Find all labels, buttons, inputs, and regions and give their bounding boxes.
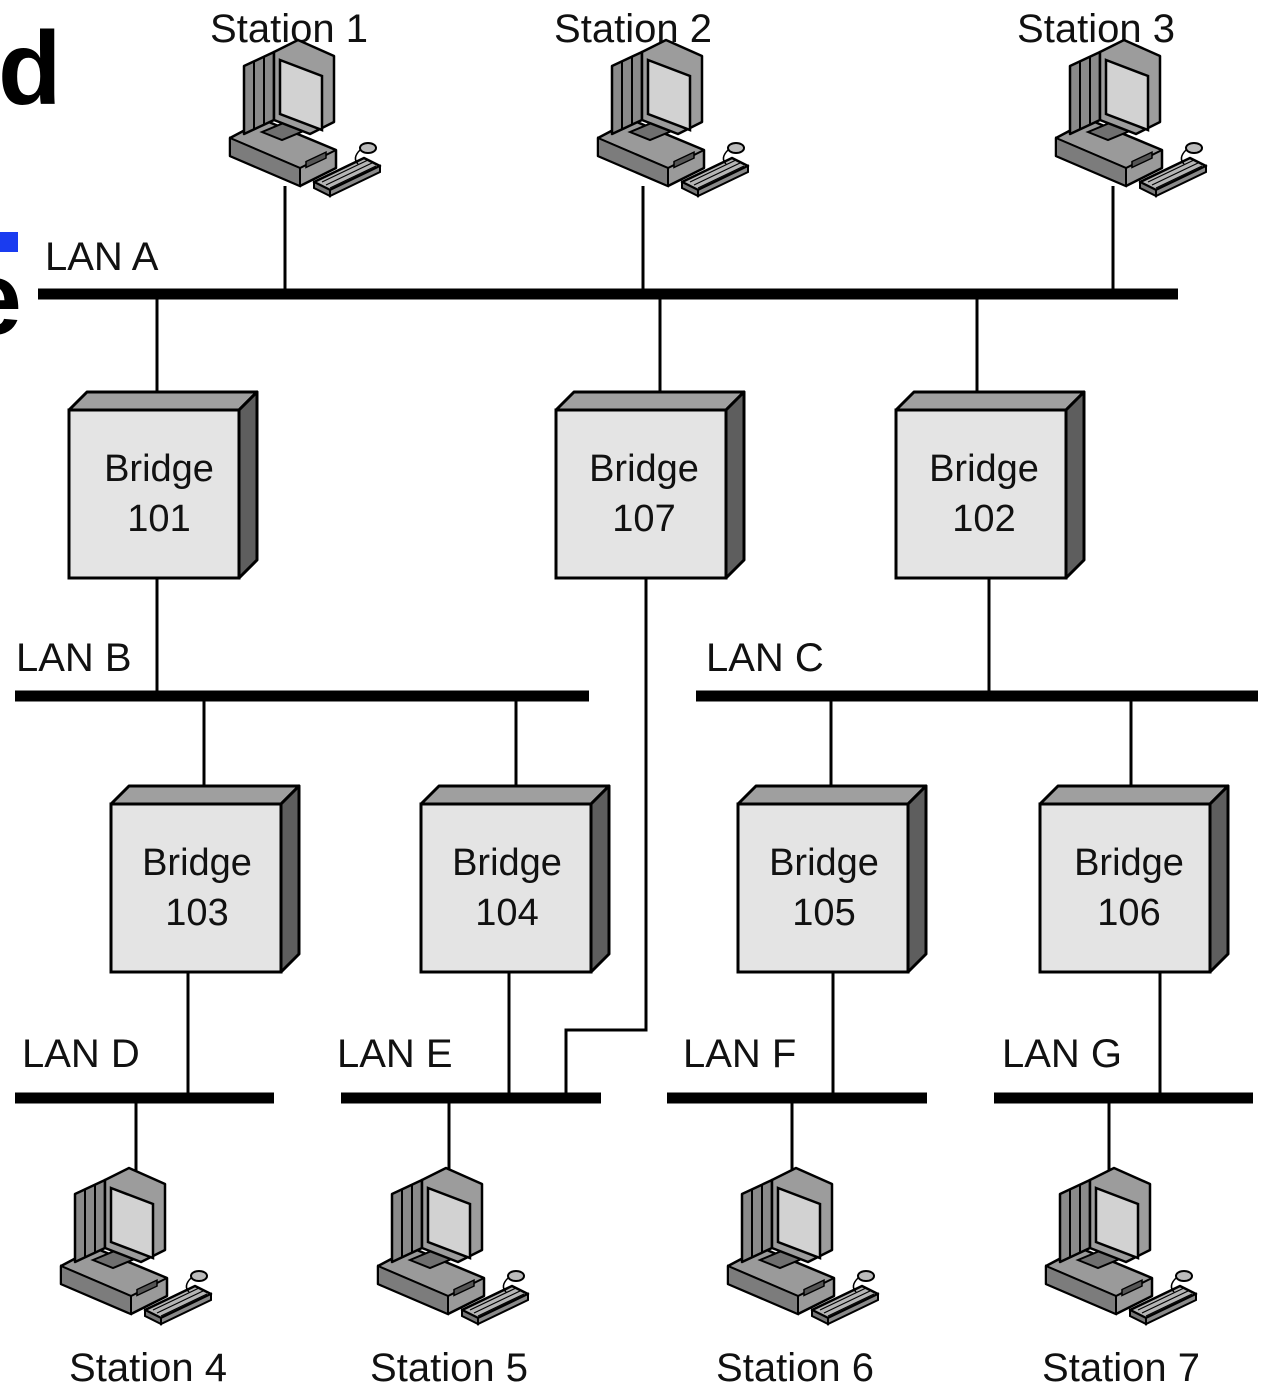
lan-a-label: LAN A [45, 235, 159, 279]
bridge-id: 105 [792, 892, 855, 934]
bridge-101: Bridge 101 [67, 390, 259, 580]
bridge-label: Bridge [929, 448, 1039, 490]
lan-b-label: LAN B [16, 636, 132, 680]
link-bridge107-lan-e [564, 578, 648, 1098]
bridge-label: Bridge [142, 842, 252, 884]
bridge-id: 101 [127, 498, 190, 540]
accent-mark [0, 232, 18, 252]
desktop-computer-icon [376, 1166, 530, 1326]
lan-d-label: LAN D [22, 1032, 140, 1076]
desktop-computer-icon [1054, 38, 1208, 198]
desktop-computer-icon [726, 1166, 880, 1326]
bridge-106: Bridge 106 [1038, 784, 1230, 974]
bridge-104: Bridge 104 [419, 784, 611, 974]
station-4-label: Station 4 [69, 1346, 227, 1388]
desktop-computer-icon [596, 38, 750, 198]
bridge-105: Bridge 105 [736, 784, 928, 974]
bridge-102: Bridge 102 [894, 390, 1086, 580]
station-3-label: Station 3 [1017, 7, 1175, 51]
bridge-id: 102 [952, 498, 1015, 540]
lan-e-label: LAN E [337, 1032, 453, 1076]
desktop-computer-icon [1044, 1166, 1198, 1326]
bridge-107: Bridge 107 [554, 390, 746, 580]
bridge-id: 104 [475, 892, 538, 934]
station-6-label: Station 6 [716, 1346, 874, 1388]
title-fragment-2: e [0, 241, 22, 357]
bridge-id: 107 [612, 498, 675, 540]
station-7-label: Station 7 [1042, 1346, 1200, 1388]
lan-g-label: LAN G [1002, 1032, 1122, 1076]
station-5-label: Station 5 [370, 1346, 528, 1388]
bridge-label: Bridge [1074, 842, 1184, 884]
lan-f-label: LAN F [683, 1032, 796, 1076]
lan-c-label: LAN C [706, 636, 824, 680]
bridge-label: Bridge [452, 842, 562, 884]
desktop-computer-icon [228, 38, 382, 198]
bridge-id: 106 [1097, 892, 1160, 934]
title-fragment-1: d [0, 11, 62, 127]
bridge-label: Bridge [589, 448, 699, 490]
bridge-label: Bridge [769, 842, 879, 884]
desktop-computer-icon [59, 1166, 213, 1326]
station-2-label: Station 2 [554, 7, 712, 51]
bridge-103: Bridge 103 [109, 784, 301, 974]
bridge-id: 103 [165, 892, 228, 934]
bridge-label: Bridge [104, 448, 214, 490]
